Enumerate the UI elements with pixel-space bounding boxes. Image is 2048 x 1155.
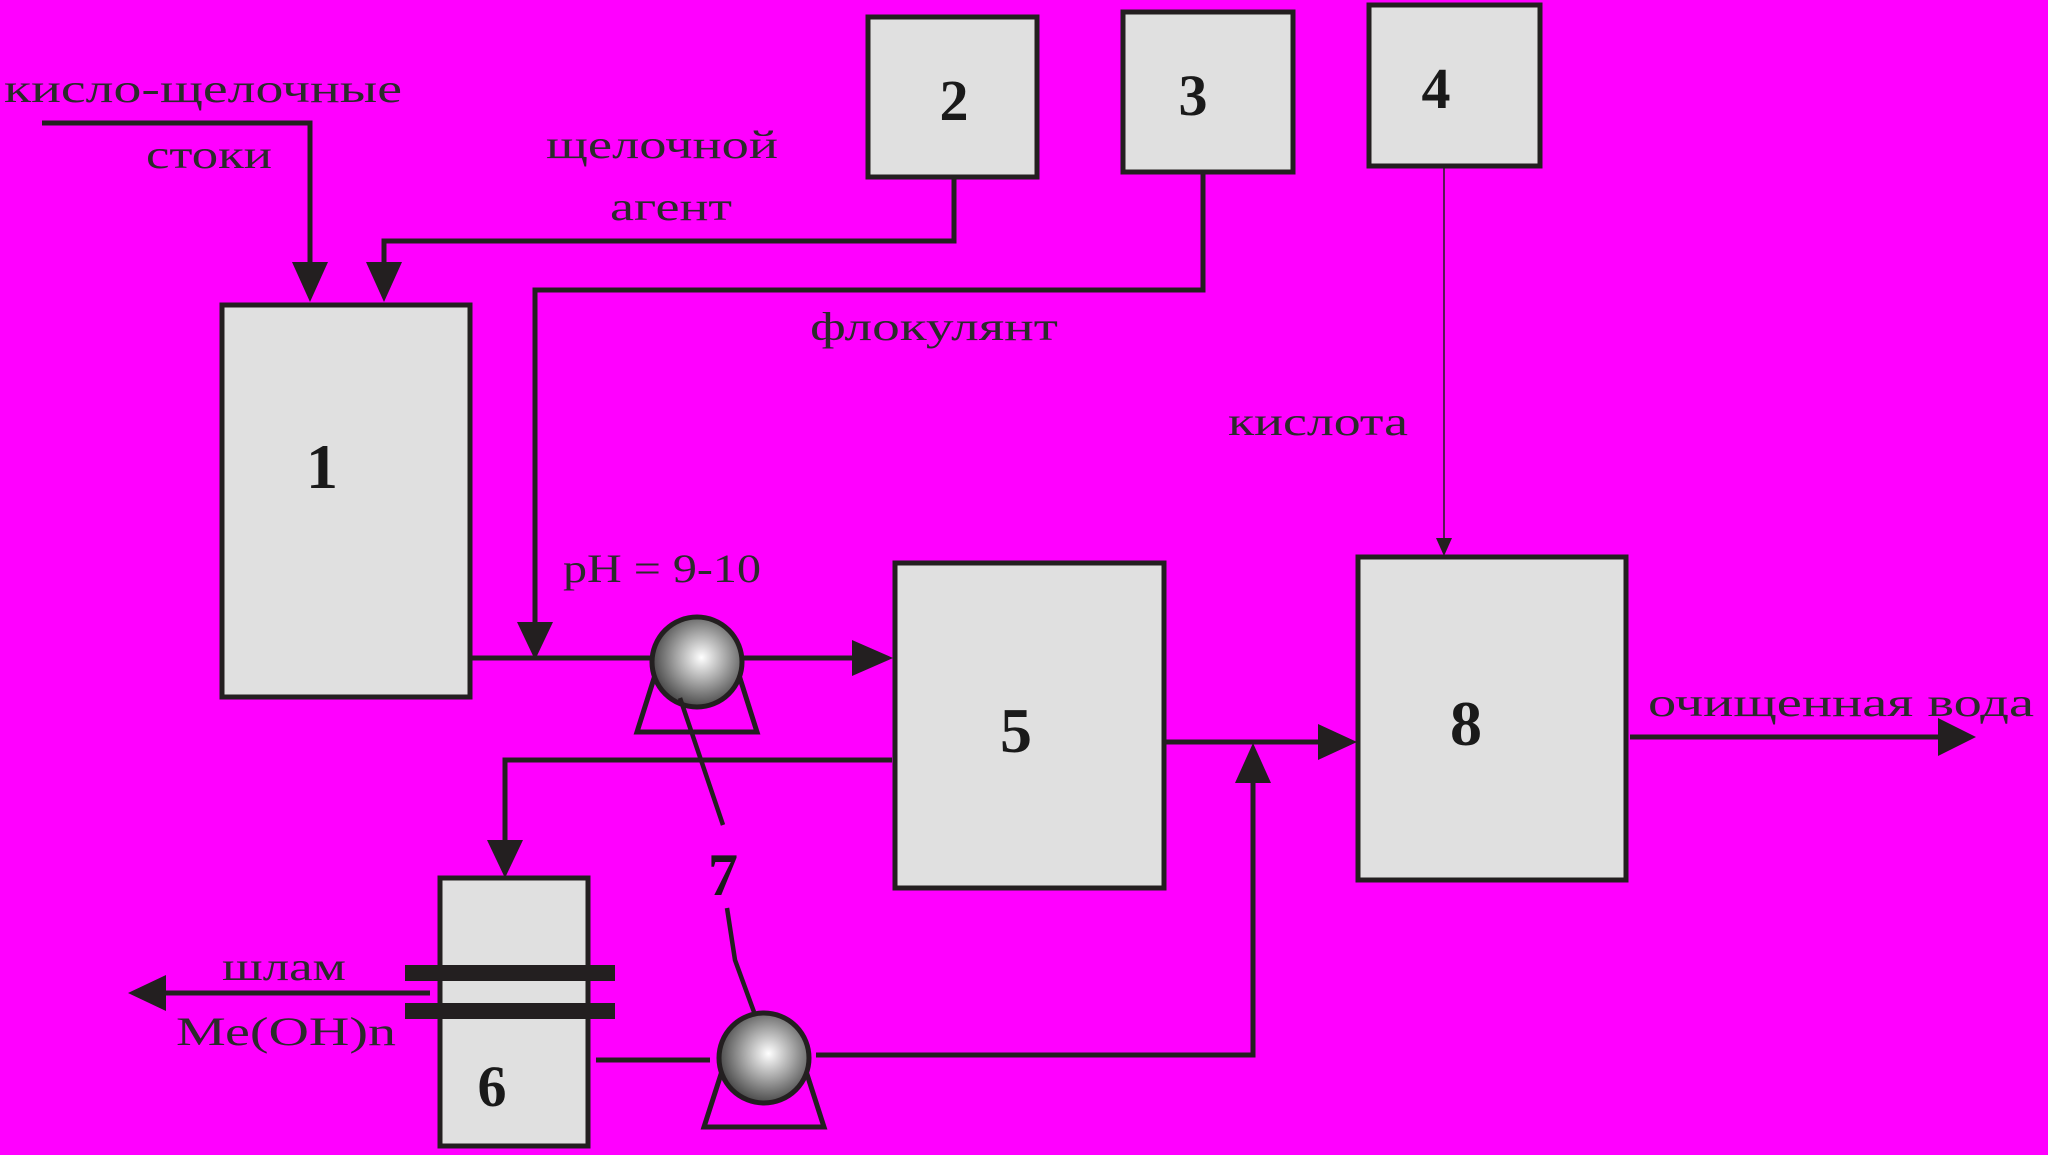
unit-7-number: 7 [708, 842, 738, 908]
sludge-pipe-arrowhead [487, 840, 523, 878]
pump-7-leader-lower [724, 907, 757, 1013]
unit-8-box: 8 [1355, 554, 1629, 883]
unit-8-number: 8 [1450, 688, 1482, 759]
pump-lower [700, 1010, 828, 1130]
influent-arrowhead [292, 262, 328, 302]
sludge-pipe [502, 757, 892, 842]
influent-label-line2: стоки [146, 132, 272, 177]
treated-water-arrowhead [1938, 718, 1976, 756]
pump-7-leader-upper [677, 697, 726, 826]
sludge-label-line2: Ме(ОН)n [176, 1009, 396, 1054]
flocculant-pipe [532, 172, 1206, 625]
flocculant-arrowhead [517, 622, 553, 660]
alkali-label-line1: щелочной [546, 122, 778, 167]
treated-water-label: очищенная вода [1648, 680, 2034, 725]
filtrate-return-pipe [816, 780, 1256, 1058]
unit-2-number: 2 [940, 68, 969, 133]
alkali-arrowhead [366, 262, 402, 302]
pipe-5-to-8-arrowhead [1318, 724, 1357, 760]
acid-arrowhead [1436, 538, 1452, 556]
unit-5-box: 5 [892, 560, 1167, 891]
alkali-pipe [381, 177, 957, 268]
unit-4-box: 4 [1366, 2, 1543, 169]
unit-1-number: 1 [306, 431, 338, 502]
unit-6-number: 6 [478, 1054, 507, 1119]
influent-label-line1: кисло-щелочные [4, 66, 402, 111]
filter-plate-upper [405, 965, 615, 981]
filter-plate-lower [405, 1003, 615, 1019]
alkali-label-line2: агент [610, 184, 732, 229]
filtrate-return-arrowhead [1235, 743, 1271, 783]
unit-2-box: 2 [865, 14, 1040, 180]
ph-label: рН = 9-10 [563, 546, 761, 591]
unit-1-box: 1 [219, 302, 473, 700]
unit-5-number: 5 [1000, 695, 1032, 766]
acid-label: кислота [1228, 399, 1408, 444]
unit-4-number: 4 [1422, 56, 1451, 121]
sludge-label-line1: шлам [222, 944, 346, 989]
sludge-discharge-arrowhead [128, 975, 166, 1011]
influent-pipe [42, 120, 313, 268]
pump-upper [633, 614, 761, 735]
unit-3-box: 3 [1120, 9, 1296, 175]
flocculant-label: флокулянт [810, 304, 1058, 349]
main-pipe-arrowhead [852, 640, 893, 676]
unit-3-number: 3 [1179, 63, 1208, 128]
